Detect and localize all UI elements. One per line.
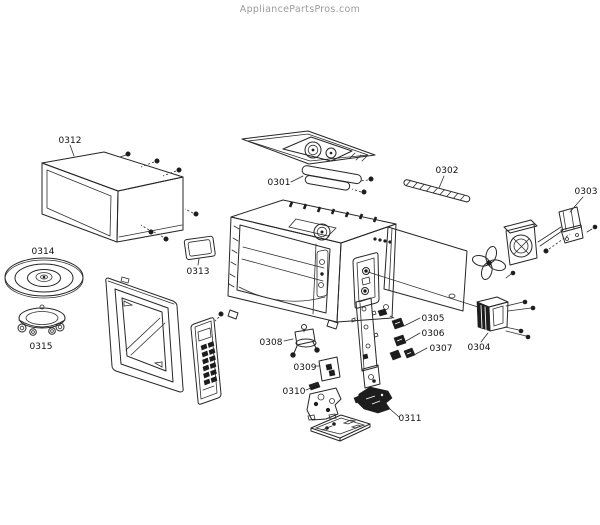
part-0309-bracket [318, 356, 341, 382]
part-label-0314: 0314 [32, 247, 55, 257]
part-label-0308: 0308 [260, 338, 283, 348]
part-label-0315: 0315 [30, 342, 53, 352]
part-0301-heating-element [301, 165, 374, 195]
side-panel [383, 226, 468, 312]
part-label-0311: 0311 [399, 414, 422, 424]
part-label-0302: 0302 [436, 166, 459, 176]
part-0314-turntable-tray [4, 257, 84, 299]
cover-screws [119, 151, 199, 242]
leader-lines [69, 144, 584, 418]
top-plate [241, 130, 376, 165]
part-0315-roller-ring [17, 304, 66, 336]
latch-board [351, 297, 381, 389]
latch-mechanism [306, 387, 342, 421]
part-labels: 0301 0302 0303 0304 0305 0306 0307 0308 … [30, 136, 598, 424]
part-0308-turntable-motor [290, 324, 320, 358]
vent-slots [288, 201, 378, 223]
part-label-0312: 0312 [59, 136, 82, 146]
cavity-box [214, 199, 397, 330]
door-assembly [105, 276, 184, 393]
part-label-0307: 0307 [430, 344, 453, 354]
part-0312-outer-cover [41, 151, 184, 243]
part-0302-element-rod [403, 179, 471, 203]
circuit-board [310, 414, 371, 442]
part-0305-switch [377, 304, 405, 330]
part-label-0304: 0304 [468, 343, 491, 353]
control-panel [190, 317, 222, 405]
part-label-0309: 0309 [294, 363, 317, 373]
part-0311-relay [353, 386, 393, 414]
part-label-0306: 0306 [422, 329, 445, 339]
part-0303-fan-motor [537, 206, 598, 247]
part-label-0305: 0305 [422, 314, 445, 324]
keypad-buttons [200, 341, 218, 386]
part-label-0301: 0301 [268, 178, 291, 188]
part-label-0313: 0313 [187, 267, 210, 277]
part-label-0303: 0303 [575, 187, 598, 197]
part-0313-plate [183, 235, 216, 260]
part-0306-switch [393, 334, 407, 347]
watermark-text: AppliancePartsPros.com [239, 4, 361, 15]
part-0310-latch [308, 381, 321, 391]
part-label-0310: 0310 [283, 387, 306, 397]
fan-assembly [471, 219, 571, 281]
part-0304-transformer [476, 296, 536, 340]
part-0307-switch [389, 347, 416, 361]
